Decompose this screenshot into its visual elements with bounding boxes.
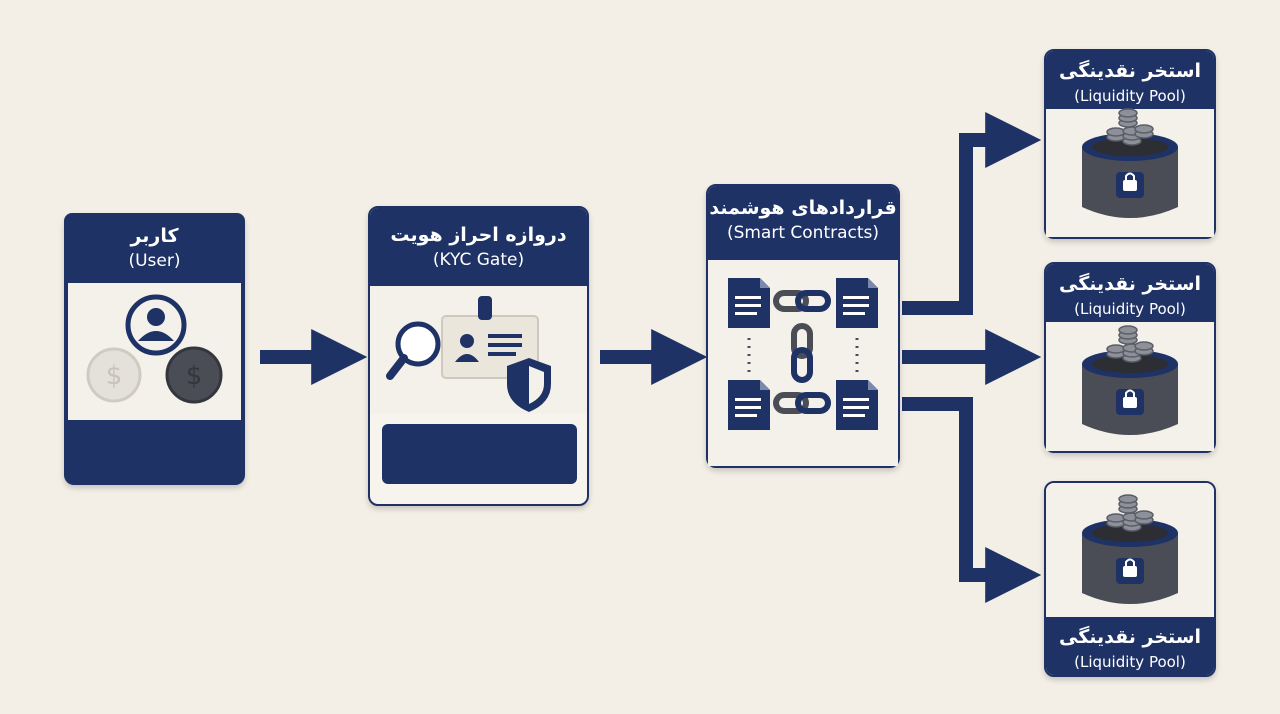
pool-3-footer: استخر نقدینگی (Liquidity Pool) xyxy=(1046,617,1214,675)
document-icon xyxy=(836,278,878,328)
coin-icon: $ xyxy=(165,346,223,404)
coin-stack-icon xyxy=(1106,494,1154,532)
pool-2-header: استخر نقدینگی (Liquidity Pool) xyxy=(1046,264,1214,322)
chain-link-icon xyxy=(773,392,831,414)
coin-stack-icon xyxy=(1106,325,1154,363)
pool-1-title-fa: استخر نقدینگی xyxy=(1058,60,1202,82)
contracts-title-fa: قراردادهای هوشمند xyxy=(709,197,897,219)
chain-link-icon xyxy=(773,290,831,312)
arrow-contracts-to-pool-3 xyxy=(902,397,1042,603)
kyc-card: دروازه احراز هویت (KYC Gate) xyxy=(368,206,589,506)
lock-icon xyxy=(1116,389,1144,415)
shield-icon xyxy=(507,358,551,412)
pool-2-panel xyxy=(1046,322,1214,451)
pool-3-title-en: (Liquidity Pool) xyxy=(1074,653,1186,671)
user-title-fa: کاربر xyxy=(130,225,179,247)
svg-text:$: $ xyxy=(186,361,203,391)
kyc-card-header: دروازه احراز هویت (KYC Gate) xyxy=(370,208,587,286)
pool-1-panel xyxy=(1046,108,1214,237)
liquidity-pool-card-2: استخر نقدینگی (Liquidity Pool) xyxy=(1044,262,1216,453)
svg-text:$: $ xyxy=(106,361,123,391)
pool-2-title-fa: استخر نقدینگی xyxy=(1058,273,1202,295)
kyc-panel xyxy=(370,286,587,414)
kyc-title-en: (KYC Gate) xyxy=(432,250,525,270)
user-card: کاربر (User) $ $ xyxy=(64,213,245,485)
coin-icon: $ xyxy=(86,347,142,403)
coin-stack-icon xyxy=(1106,108,1154,146)
user-panel: $ $ xyxy=(68,283,241,420)
id-card-icon xyxy=(441,296,539,379)
arrow-contracts-to-pool-1 xyxy=(902,112,1042,315)
document-icon xyxy=(728,278,770,328)
user-card-header: کاربر (User) xyxy=(64,213,245,283)
magnifier-icon xyxy=(386,321,441,380)
contracts-title-en: (Smart Contracts) xyxy=(726,223,880,243)
pool-1-header: استخر نقدینگی (Liquidity Pool) xyxy=(1046,51,1214,109)
pool-2-title-en: (Liquidity Pool) xyxy=(1074,300,1186,318)
lock-icon xyxy=(1116,172,1144,198)
user-title-en: (User) xyxy=(128,251,181,271)
chain-link-icon xyxy=(791,323,813,383)
contracts-panel xyxy=(708,260,898,466)
user-icon xyxy=(125,294,187,356)
document-icon xyxy=(728,380,770,430)
contracts-card: قراردادهای هوشمند (Smart Contracts) xyxy=(706,184,900,468)
pool-3-panel xyxy=(1046,483,1214,617)
liquidity-pool-card-3: استخر نقدینگی (Liquidity Pool) xyxy=(1044,481,1216,677)
document-icon xyxy=(836,380,878,430)
liquidity-pool-card-1: استخر نقدینگی (Liquidity Pool) xyxy=(1044,49,1216,239)
kyc-form-bar xyxy=(382,424,577,484)
lock-icon xyxy=(1116,558,1144,584)
pool-1-title-en: (Liquidity Pool) xyxy=(1074,87,1186,105)
kyc-title-fa: دروازه احراز هویت xyxy=(390,224,567,246)
pool-3-title-fa: استخر نقدینگی xyxy=(1058,626,1202,648)
contracts-card-header: قراردادهای هوشمند (Smart Contracts) xyxy=(708,186,898,260)
pool-container-icon xyxy=(1082,519,1178,604)
